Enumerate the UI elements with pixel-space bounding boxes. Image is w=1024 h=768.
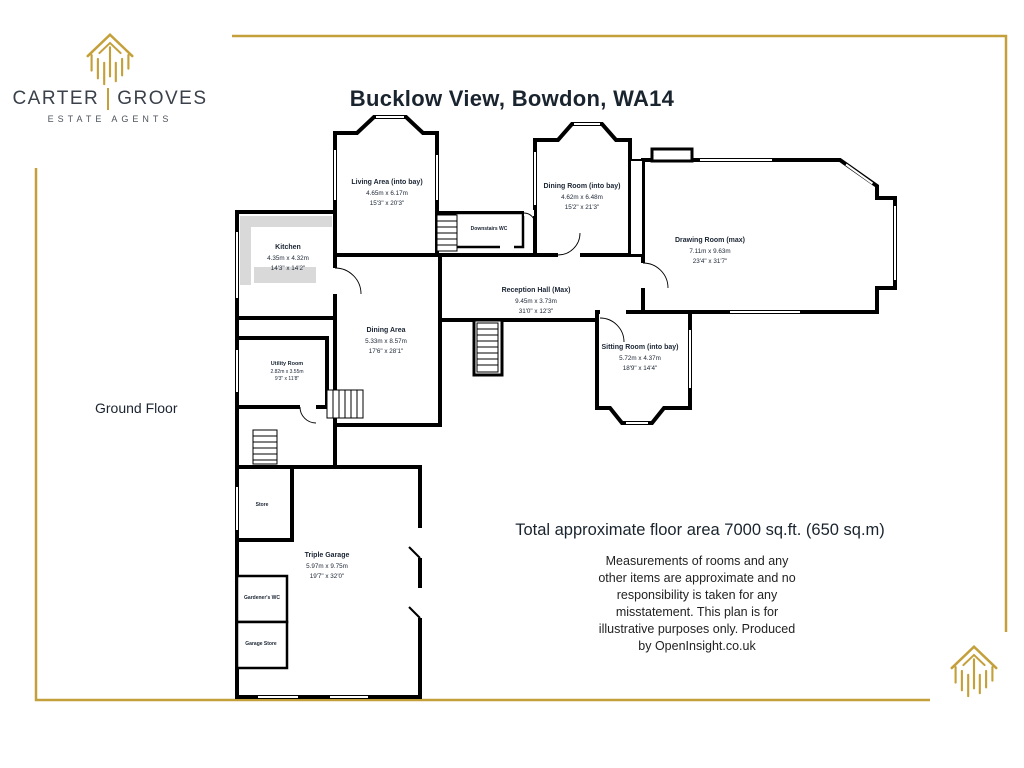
room-label-reception-hall: Reception Hall (Max) 9.45m x 3.73m 31'0"… bbox=[501, 286, 571, 315]
corner-ornament bbox=[943, 636, 1005, 707]
room-label-drawing-room: Drawing Room (max) 7.11m x 9.63m 23'4" x… bbox=[674, 236, 746, 265]
room-label-sitting-room: Sitting Room (into bay) 5.72m x 4.37m 18… bbox=[601, 343, 679, 372]
floor-label: Ground Floor bbox=[95, 400, 178, 416]
brand-wordmark: CARTER GROVES bbox=[8, 88, 212, 110]
floorplan-small-rooms bbox=[235, 159, 644, 670]
door-swings bbox=[299, 212, 669, 424]
house-lines-icon bbox=[950, 644, 998, 698]
room-label-triple-garage: Triple Garage 5.97m x 9.75m 19'7" x 32'0… bbox=[304, 551, 350, 580]
brand-logo: CARTER GROVES ESTATE AGENTS bbox=[8, 26, 212, 124]
disclaimer-text: Measurements of rooms and any other item… bbox=[598, 554, 796, 653]
brand-word-2: GROVES bbox=[117, 88, 208, 109]
windows bbox=[236, 116, 896, 698]
room-label-dining-area: Dining Area 5.33m x 8.57m 17'6" x 28'1" bbox=[365, 326, 407, 355]
gold-frame bbox=[34, 34, 1008, 702]
total-area-text: Total approximate floor area 7000 sq.ft.… bbox=[515, 521, 885, 539]
room-label-garage-store: Garage Store bbox=[245, 641, 277, 648]
house-lines-icon bbox=[86, 32, 134, 86]
brand-word-1: CARTER bbox=[12, 88, 100, 109]
page-title: Bucklow View, Bowdon, WA14 bbox=[349, 86, 675, 111]
room-label-kitchen: Kitchen 4.35m x 4.32m 14'3" x 14'2" bbox=[267, 243, 309, 272]
brand-subtitle: ESTATE AGENTS bbox=[47, 114, 173, 124]
brand-divider bbox=[107, 88, 110, 110]
room-label-store: Store bbox=[255, 502, 269, 509]
kitchen-island bbox=[240, 216, 332, 285]
room-label-utility-room: Utility Room 2.82m x 3.55m 9'3" x 11'8" bbox=[270, 360, 304, 383]
room-label-dining-room: Dining Room (into bay) 4.62m x 6.48m 15'… bbox=[543, 182, 621, 211]
room-label-gardeners-wc: Gardener's WC bbox=[244, 595, 280, 602]
room-label-downstairs-wc: Downstairs WC bbox=[470, 226, 508, 233]
stairs bbox=[252, 214, 499, 465]
garage-door-leaves bbox=[408, 546, 421, 619]
room-label-living-area: Living Area (into bay) 4.65m x 6.17m 15'… bbox=[351, 178, 423, 207]
